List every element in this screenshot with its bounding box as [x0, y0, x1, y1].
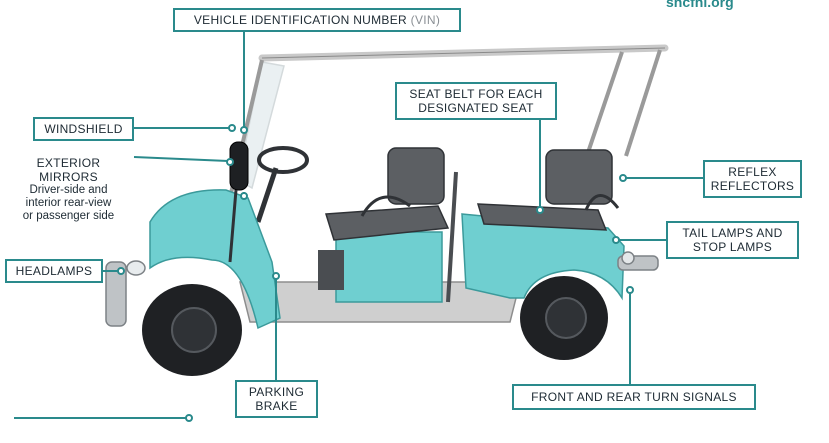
headlamp: [126, 260, 146, 276]
rear-seat-cushion: [476, 203, 608, 231]
label-brake-line2: BRAKE: [255, 399, 298, 413]
label-tail-line1: TAIL LAMPS AND: [682, 226, 783, 240]
front-seat-cushion: [325, 205, 450, 241]
label-tail-lamps: TAIL LAMPS AND STOP LAMPS: [666, 221, 799, 259]
label-headlamps: HEADLAMPS: [5, 259, 103, 283]
label-exterior-mirrors: EXTERIOR MIRRORS Driver-side and interio…: [2, 148, 135, 230]
label-parking-brake: PARKING BRAKE: [235, 380, 318, 418]
site-watermark: shcfhl.org: [666, 0, 734, 10]
label-tail-line2: STOP LAMPS: [692, 240, 773, 254]
front-body: [149, 189, 281, 330]
label-mirrors-line3: Driver-side and: [29, 183, 108, 196]
label-headlamps-text: HEADLAMPS: [15, 264, 93, 278]
label-reflex-reflectors: REFLEX REFLECTORS: [703, 160, 802, 198]
label-turn-signals: FRONT AND REAR TURN SIGNALS: [512, 384, 756, 410]
label-windshield-text: WINDSHIELD: [44, 122, 123, 136]
seat-belt-post: [446, 171, 458, 303]
label-seat-belt-line1: SEAT BELT FOR EACH: [409, 87, 543, 101]
label-mirrors-line1: EXTERIOR: [36, 155, 101, 170]
rear-body: [461, 213, 625, 301]
front-seat-back: [387, 147, 445, 205]
rear-strut-2: [624, 49, 662, 157]
rear-seat-back: [545, 149, 613, 205]
label-seat-belt: SEAT BELT FOR EACH DESIGNATED SEAT: [395, 82, 557, 120]
label-brake-line1: PARKING: [248, 385, 305, 399]
exterior-mirror: [229, 141, 249, 191]
label-reflex-line1: REFLEX: [728, 165, 777, 179]
label-vin-text: VEHICLE IDENTIFICATION NUMBER: [193, 13, 408, 27]
label-mirrors-line2: MIRRORS: [39, 169, 98, 184]
pedal-area: [318, 250, 344, 290]
label-reflex-line2: REFLECTORS: [710, 179, 795, 193]
tail-lamp: [621, 251, 635, 265]
label-vin-suffix: (VIN): [410, 13, 441, 27]
label-windshield: WINDSHIELD: [33, 117, 134, 141]
steering-wheel: [257, 146, 309, 174]
label-seat-belt-line2: DESIGNATED SEAT: [418, 101, 534, 115]
label-mirrors-line4: interior rear-view: [25, 196, 112, 209]
windshield-glass: [237, 61, 285, 190]
front-bumper: [105, 261, 127, 327]
label-turn-signals-text: FRONT AND REAR TURN SIGNALS: [531, 390, 737, 404]
label-vin: VEHICLE IDENTIFICATION NUMBER (VIN): [173, 8, 461, 32]
front-seat-base: [335, 231, 443, 303]
leader-lines: [14, 31, 704, 422]
label-mirrors-line5: or passenger side: [22, 209, 115, 222]
